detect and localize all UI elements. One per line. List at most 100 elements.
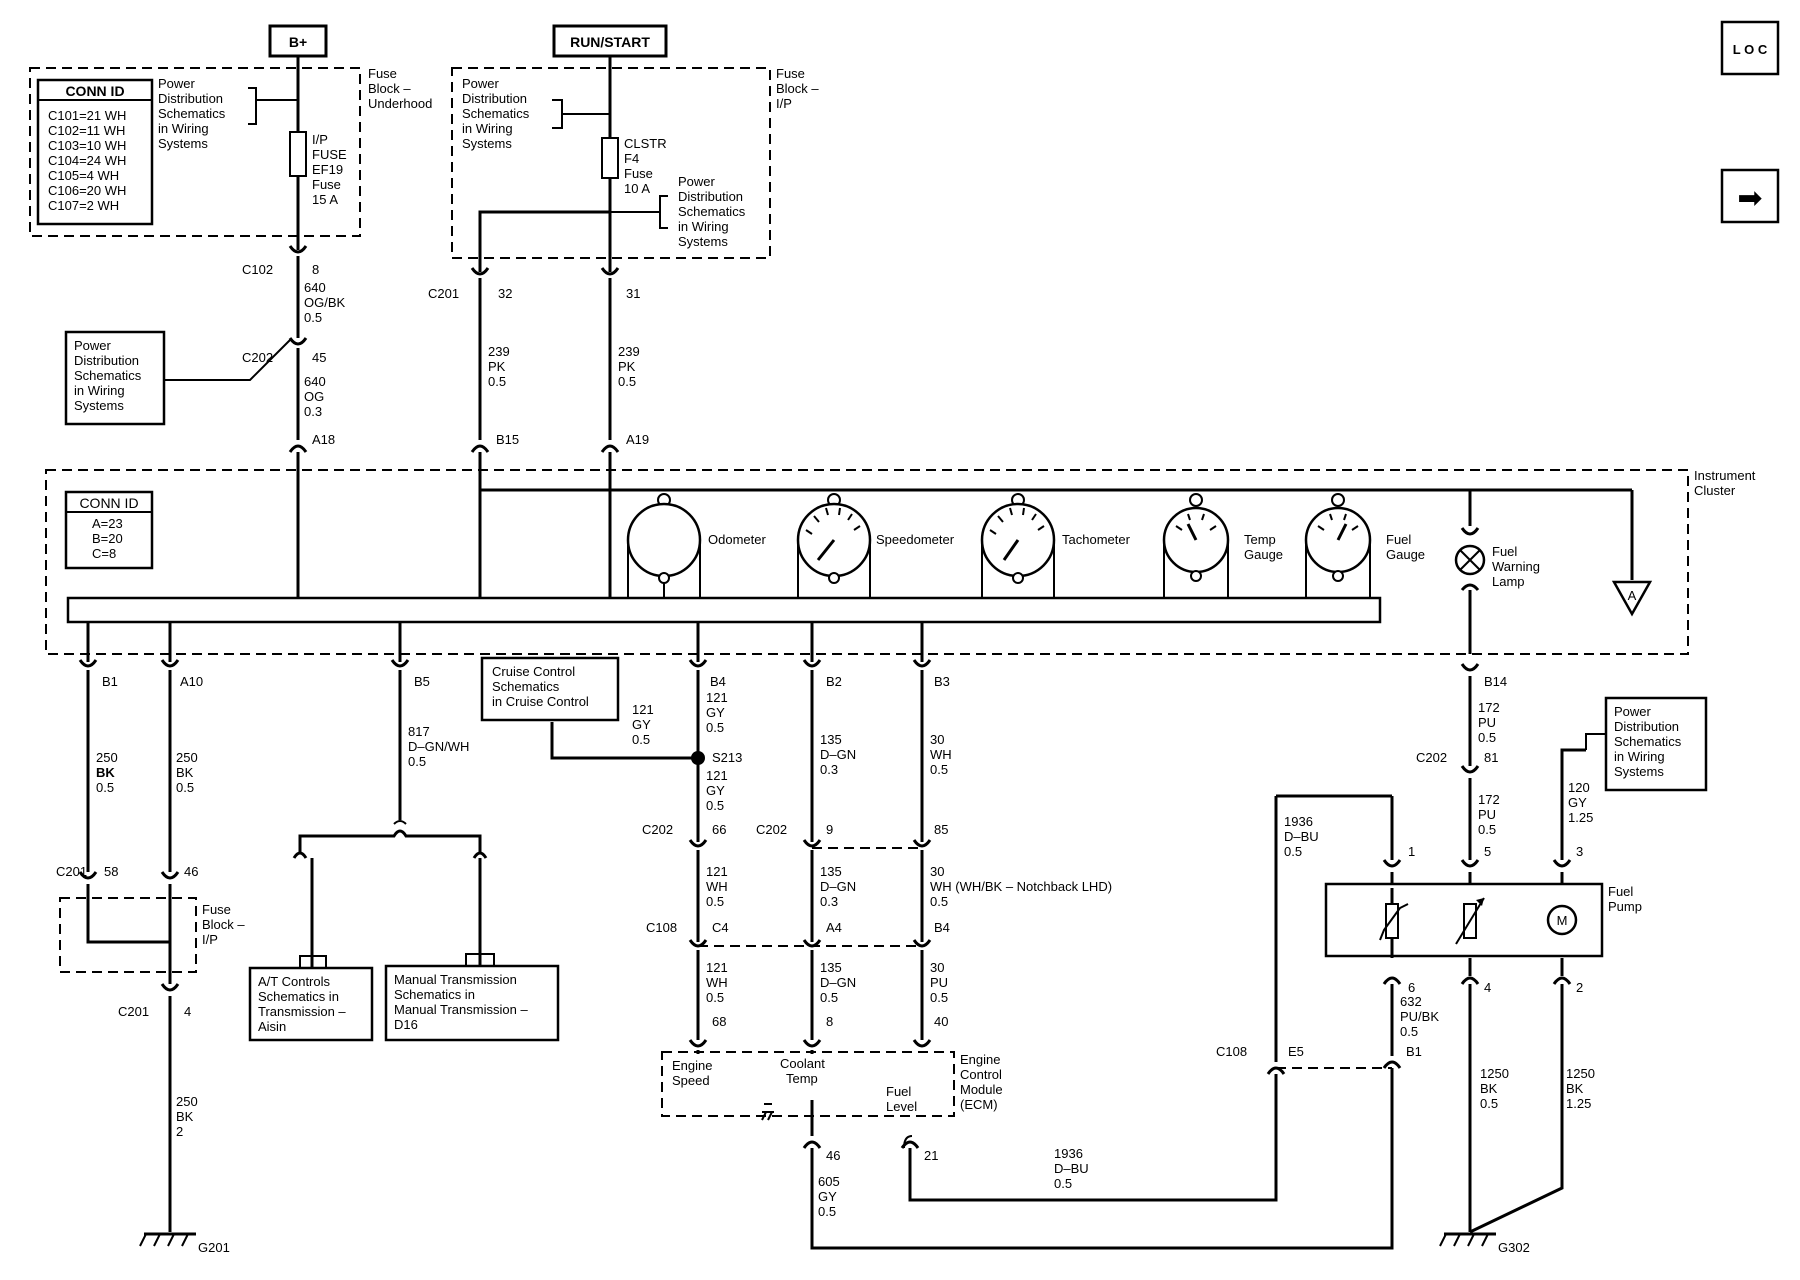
svg-text:A4: A4 (826, 920, 842, 935)
svg-text:1.25: 1.25 (1566, 1096, 1591, 1111)
svg-text:Odometer: Odometer (708, 532, 766, 547)
conn-id-line: C102=11 WH (48, 123, 125, 138)
svg-text:D–GN: D–GN (820, 747, 856, 762)
svg-text:Systems: Systems (158, 136, 208, 151)
runstart-label: RUN/START (570, 34, 650, 50)
loc-button[interactable]: L O C (1720, 20, 1780, 76)
conn-id-line: C103=10 WH (48, 138, 126, 153)
svg-text:30: 30 (930, 960, 944, 975)
svg-text:Tachometer: Tachometer (1062, 532, 1131, 547)
svg-text:C108: C108 (1216, 1044, 1247, 1059)
svg-text:PU: PU (1478, 807, 1496, 822)
wires-top (288, 56, 620, 600)
svg-text:WH: WH (930, 747, 952, 762)
svg-text:Fuel: Fuel (886, 1084, 911, 1099)
svg-text:Temp: Temp (786, 1071, 818, 1086)
svg-text:250: 250 (96, 750, 118, 765)
power-distribution-ref-1: Power Distribution Schematics in Wiring … (158, 76, 298, 151)
conn-id-line: C105=4 WH (48, 168, 119, 183)
svg-text:D–GN/WH: D–GN/WH (408, 739, 469, 754)
svg-text:Temp: Temp (1244, 532, 1276, 547)
svg-text:B15: B15 (496, 432, 519, 447)
svg-text:B=20: B=20 (92, 531, 123, 546)
at-controls-ref: A/T Controls Schematics in Transmission … (248, 966, 374, 1042)
svg-text:M: M (1557, 913, 1568, 928)
svg-text:WH (WH/BK – Notchback LHD): WH (WH/BK – Notchback LHD) (930, 879, 1112, 894)
svg-text:Fuel: Fuel (1608, 884, 1633, 899)
svg-text:D–BU: D–BU (1054, 1161, 1089, 1176)
svg-text:817: 817 (408, 724, 430, 739)
svg-text:C201: C201 (428, 286, 459, 301)
svg-text:2: 2 (176, 1124, 183, 1139)
svg-text:Module: Module (960, 1082, 1003, 1097)
svg-text:BK: BK (176, 765, 194, 780)
svg-text:EF19: EF19 (312, 162, 343, 177)
svg-text:0.5: 0.5 (1478, 822, 1496, 837)
svg-text:1: 1 (1408, 844, 1415, 859)
conn-id-cluster: CONN ID A=23 B=20 C=8 (64, 490, 154, 570)
svg-text:Lamp: Lamp (1492, 574, 1525, 589)
svg-text:Power: Power (74, 338, 112, 353)
gauge-odometer: Odometer (626, 493, 766, 598)
svg-text:Fuel: Fuel (1492, 544, 1517, 559)
svg-text:G302: G302 (1498, 1240, 1530, 1255)
svg-text:0.5: 0.5 (706, 990, 724, 1005)
svg-text:Manual Transmission –: Manual Transmission – (394, 1002, 528, 1017)
svg-text:A18: A18 (312, 432, 335, 447)
svg-text:OG: OG (304, 389, 324, 404)
svg-text:1.25: 1.25 (1568, 810, 1593, 825)
svg-text:Schematics: Schematics (74, 368, 142, 383)
svg-text:0.5: 0.5 (488, 374, 506, 389)
next-page-button[interactable]: ➡ (1720, 168, 1780, 224)
svg-text:0.5: 0.5 (1400, 1024, 1418, 1039)
svg-text:C102: C102 (242, 262, 273, 277)
fuse-ip-left-labels: Fuse Block – I/P (202, 902, 245, 947)
svg-text:85: 85 (934, 822, 948, 837)
svg-text:CONN ID: CONN ID (79, 495, 138, 511)
svg-text:0.5: 0.5 (96, 780, 114, 795)
svg-text:C108: C108 (646, 920, 677, 935)
svg-text:B5: B5 (414, 674, 430, 689)
svg-text:WH: WH (706, 975, 728, 990)
odometer-icon (626, 502, 702, 578)
svg-text:C202: C202 (756, 822, 787, 837)
svg-text:S213: S213 (712, 750, 742, 765)
svg-text:PU: PU (1478, 715, 1496, 730)
fuel-pump-internals: M (1379, 888, 1578, 958)
svg-text:B14: B14 (1484, 674, 1507, 689)
svg-text:0.5: 0.5 (408, 754, 426, 769)
svg-text:D–BU: D–BU (1284, 829, 1319, 844)
svg-text:Fuel: Fuel (1386, 532, 1411, 547)
svg-text:0.5: 0.5 (618, 374, 636, 389)
svg-text:in Cruise Control: in Cruise Control (492, 694, 589, 709)
svg-text:Systems: Systems (1614, 764, 1664, 779)
svg-text:0.5: 0.5 (304, 310, 322, 325)
svg-text:C202: C202 (1416, 750, 1447, 765)
svg-text:A/T Controls: A/T Controls (258, 974, 331, 989)
svg-text:Schematics: Schematics (678, 204, 746, 219)
svg-text:0.5: 0.5 (706, 720, 724, 735)
svg-text:0.5: 0.5 (1054, 1176, 1072, 1191)
svg-text:1250: 1250 (1566, 1066, 1595, 1081)
svg-text:Fuse: Fuse (776, 66, 805, 81)
svg-text:135: 135 (820, 864, 842, 879)
svg-text:GY: GY (632, 717, 651, 732)
svg-text:1936: 1936 (1284, 814, 1313, 829)
svg-text:Distribution: Distribution (74, 353, 139, 368)
svg-text:Speed: Speed (672, 1073, 710, 1088)
svg-text:Schematics in: Schematics in (394, 987, 475, 1002)
svg-text:I/P: I/P (776, 96, 792, 111)
power-distribution-ref-4: Power Distribution Schematics in Wiring … (64, 330, 291, 426)
svg-text:OG/BK: OG/BK (304, 295, 346, 310)
svg-text:135: 135 (820, 960, 842, 975)
svg-text:4: 4 (184, 1004, 191, 1019)
conn-id-line: C106=20 WH (48, 183, 126, 198)
svg-text:GY: GY (818, 1189, 837, 1204)
svg-text:BK: BK (1480, 1081, 1498, 1096)
svg-text:135: 135 (820, 732, 842, 747)
gauge-tachometer: Tachometer (980, 493, 1131, 598)
runstart-tag: RUN/START (552, 24, 668, 58)
svg-text:0.5: 0.5 (1478, 730, 1496, 745)
fuse-block-underhood-outline (29, 67, 361, 237)
